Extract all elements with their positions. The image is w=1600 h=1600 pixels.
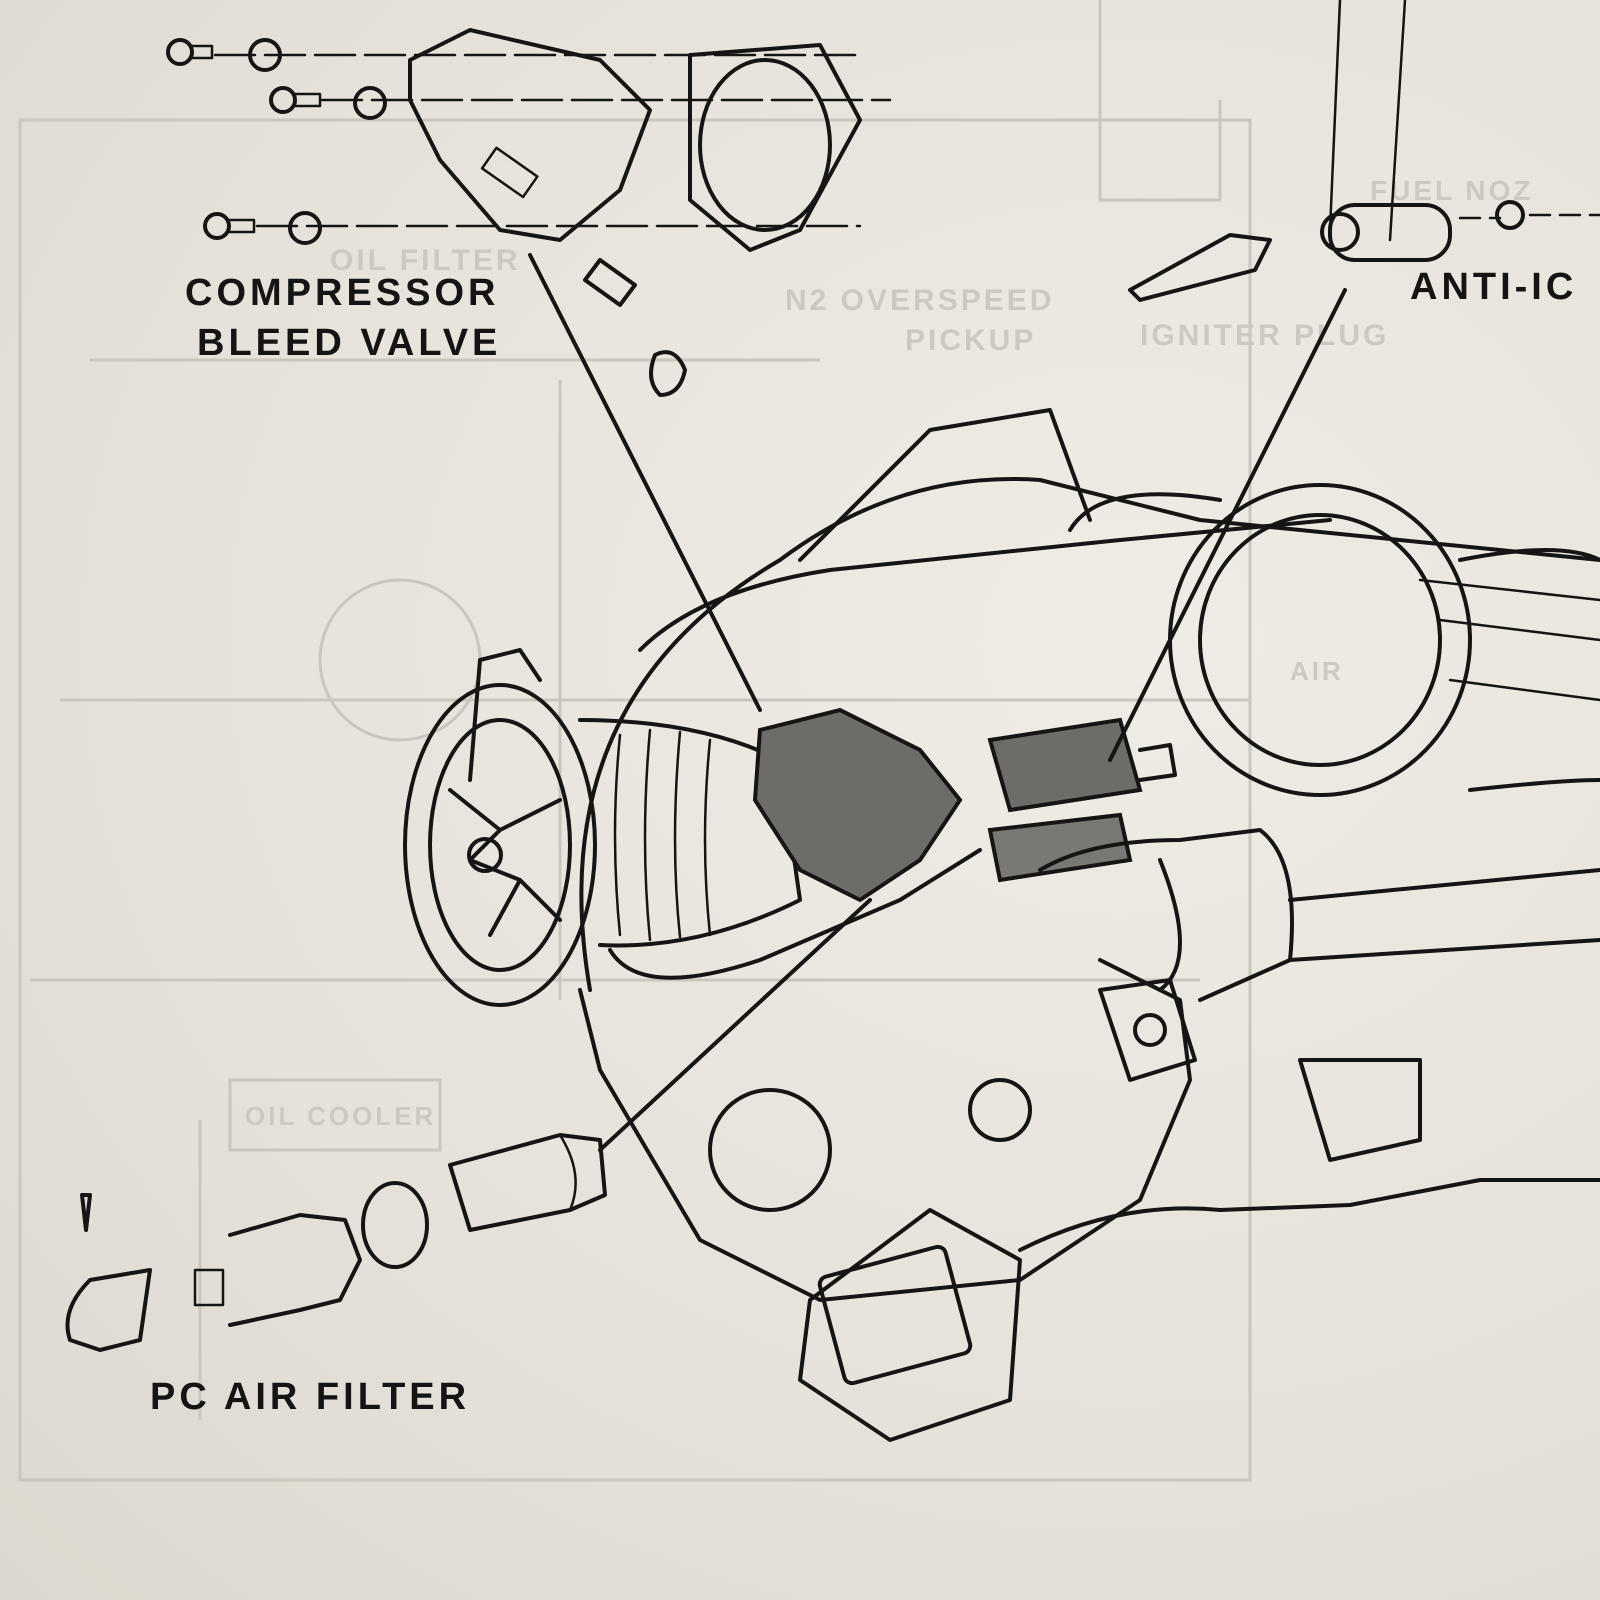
- gasket-opening: [698, 58, 832, 232]
- anti-ice-label: ANTI-IC: [1410, 266, 1578, 308]
- pc-air-filter-label: PC AIR FILTER: [150, 1376, 471, 1418]
- ghost-pickup-label: PICKUP: [905, 324, 1036, 357]
- bolt-1: [166, 38, 214, 66]
- anti-ice-valve-body: [1328, 203, 1452, 262]
- installed-anti-ice-valve: [987, 717, 1143, 813]
- pipe-top: [638, 518, 1332, 652]
- ghost-fuel-noz-label: FUEL NOZ: [1370, 175, 1533, 206]
- ghost-n2-overspeed-label: N2 OVERSPEED: [785, 284, 1054, 317]
- pc-air-filter-housing: [228, 1213, 362, 1327]
- engine-assembly: [403, 408, 1600, 1442]
- engine-upper-casing: [579, 477, 1600, 992]
- bleed-valve-gasket: [688, 43, 862, 252]
- installed-bleed-valve: [752, 707, 963, 903]
- anti-ice-exploded-parts: [1128, 0, 1600, 302]
- bolt-3: [203, 212, 256, 240]
- leader-anti-ice: [1108, 288, 1347, 762]
- pipe-lower-left: [608, 848, 982, 980]
- ghost-air-label: AIR: [1290, 656, 1344, 686]
- washer-3: [288, 211, 322, 245]
- compressor-inlet-vanes: [448, 788, 562, 937]
- combustion-inner-ring: [1198, 513, 1442, 767]
- ghost-oil-filter-label: OIL FILTER: [330, 244, 521, 277]
- pipe-right: [1038, 828, 1294, 1002]
- fitting-cap: [649, 350, 687, 397]
- alignment-lines: [213, 53, 892, 228]
- bolt-2: [269, 86, 322, 114]
- anti-ice-probe: [1128, 233, 1272, 302]
- compressor-bleed-valve-label-line2: BLEED VALVE: [197, 322, 502, 364]
- filter-clip: [193, 1268, 225, 1307]
- compressor-bleed-valve-label-line1: COMPRESSOR: [185, 272, 500, 314]
- anti-ice-guide-lines: [1328, 0, 1407, 242]
- lower-right-fitting: [1298, 1058, 1422, 1162]
- gearbox-port: [708, 1088, 832, 1212]
- leader-lines: [528, 253, 1347, 1152]
- oil-filter-housing: [798, 1208, 1022, 1442]
- pc-air-filter-element: [448, 1133, 607, 1232]
- upper-duct: [798, 408, 1092, 562]
- fitting: [583, 258, 637, 307]
- bleed-valve-exploded-parts: [166, 28, 892, 397]
- inlet-hub: [467, 837, 503, 873]
- pc-air-filter-cap: [65, 1268, 152, 1352]
- ghost-background: OIL FILTER N2 OVERSPEED PICKUP IGNITER P…: [18, 0, 1533, 1482]
- leader-pc-air-filter: [598, 898, 872, 1152]
- installed-lower-valve: [987, 812, 1133, 883]
- accessory-gearbox: [578, 958, 1192, 1302]
- compressor-inlet-ring: [428, 718, 572, 972]
- engine-shaft: [1288, 868, 1600, 962]
- compressor-bleed-valve-label: COMPRESSOR BLEED VALVE: [185, 268, 501, 368]
- pc-air-filter-o-ring: [361, 1181, 429, 1269]
- bleed-valve-body: [408, 28, 652, 242]
- pipe-upper-left: [468, 648, 542, 782]
- pc-air-filter-exploded-parts: [65, 1133, 607, 1352]
- gearbox-flange: [1098, 978, 1197, 1082]
- filter-pin: [80, 1193, 92, 1232]
- pipe-bottom-right: [1018, 1178, 1600, 1252]
- ghost-oil-cooler-label: OIL COOLER: [245, 1101, 436, 1131]
- leader-compressor-bleed-valve: [528, 253, 762, 712]
- anti-ice-cap: [1495, 200, 1525, 230]
- ghost-igniter-plug-label: IGNITER PLUG: [1140, 319, 1389, 352]
- compressor-inlet-flange: [403, 683, 597, 1007]
- washer-2: [353, 86, 387, 120]
